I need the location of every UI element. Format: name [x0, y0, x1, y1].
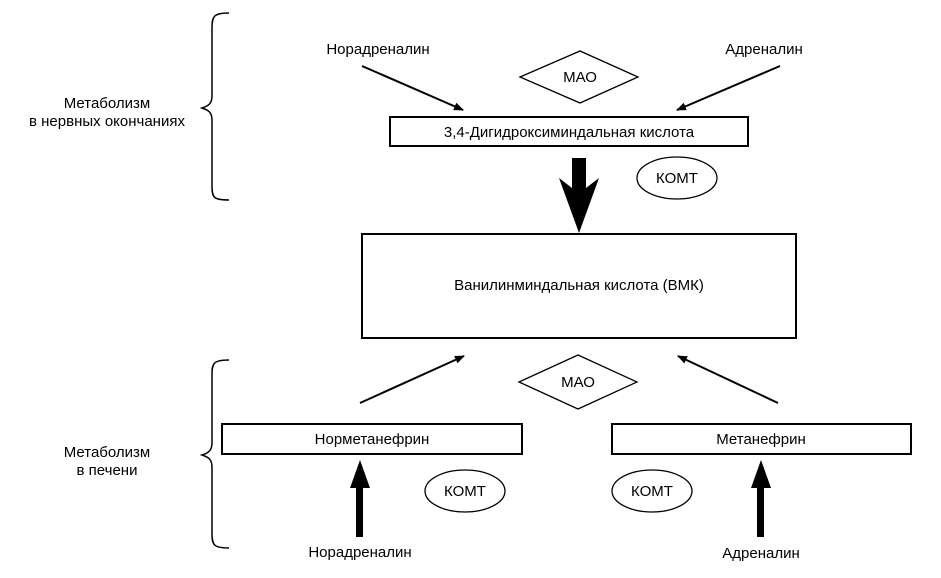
- liver-section-brace: [199, 359, 230, 549]
- mao-diamond-bottom: [517, 354, 639, 410]
- liver-source-noradrenaline: Норадреналин: [308, 544, 411, 561]
- mao-label-bottom: МАО: [561, 374, 595, 391]
- mao-diamond-top: [518, 50, 640, 104]
- komt-label-top: КОМТ: [656, 170, 698, 187]
- metanephrine-label: Метанефрин: [716, 431, 806, 448]
- liver-section-label-line1: Метаболизм: [64, 444, 150, 461]
- nerve-source-adrenaline: Адреналин: [725, 41, 802, 58]
- mao-label-top: МАО: [563, 69, 597, 86]
- dhma-box: [389, 116, 749, 147]
- vma-box: [361, 233, 797, 339]
- arrow-metanephrine-to-vma: [677, 355, 779, 404]
- vma-label: Ванилинминдальная кислота (ВМК): [454, 277, 704, 294]
- komt-ellipse-bottom-left: [424, 469, 506, 513]
- arrow-normetanephrine-to-vma: [359, 355, 465, 404]
- metanephrine-box: [611, 423, 912, 455]
- arrow-noradrenaline-to-dhma: [361, 65, 464, 111]
- komt-label-bottom-left: КОМТ: [444, 483, 486, 500]
- komt-ellipse-top: [636, 156, 718, 200]
- liver-source-adrenaline: Адреналин: [722, 545, 799, 562]
- arrow-adrenaline-to-dhma: [676, 65, 781, 111]
- nerve-section-label-line1: Метаболизм: [64, 95, 150, 112]
- nerve-section-label-line2: в нервных окончаниях: [29, 113, 185, 130]
- dhma-label: 3,4-Дигидроксиминдальная кислота: [444, 124, 695, 141]
- nerve-source-noradrenaline: Норадреналин: [326, 41, 429, 58]
- normetanephrine-box: [221, 423, 523, 455]
- normetanephrine-label: Норметанефрин: [315, 431, 430, 448]
- komt-label-bottom-right: КОМТ: [631, 483, 673, 500]
- nerve-section-brace: [199, 12, 230, 201]
- liver-section-label-line2: в печени: [77, 462, 138, 479]
- big-arrow-down: [559, 158, 599, 233]
- thick-arrow-up-right: [751, 460, 771, 537]
- komt-ellipse-bottom-right: [611, 469, 693, 513]
- thick-arrow-up-left: [350, 460, 370, 537]
